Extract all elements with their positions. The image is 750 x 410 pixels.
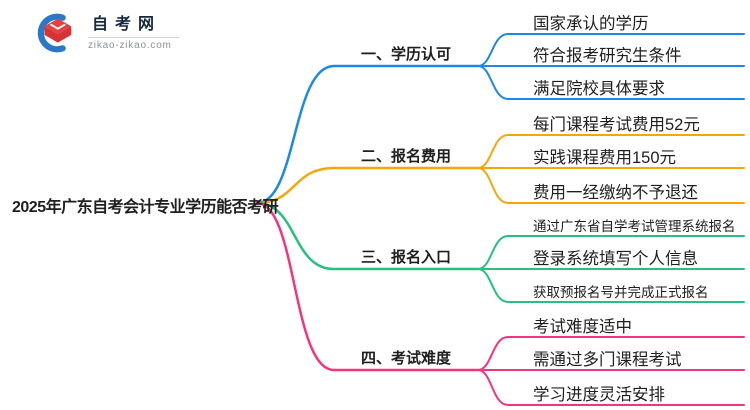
leaf-node: 通过广东省自学考试管理系统报名 [533,219,736,234]
logo-divider [88,37,180,39]
branch-label-2: 二、报名费用 [360,148,451,165]
leaf-node: 满足院校具体要求 [533,80,665,98]
leaf-node: 考试难度适中 [533,318,632,336]
site-name: 自考网 [92,15,162,33]
logo-text-block: 自考网 zikao-zikao.com [88,15,180,51]
site-logo: 自考网 zikao-zikao.com [32,10,180,56]
leaf-node: 每门课程考试费用52元 [533,116,700,134]
branch-1-connector [255,33,745,205]
graduation-cap-icon [37,13,72,53]
leaf-node: 需通过多门课程考试 [533,351,682,369]
branch-4-connector [255,201,745,406]
leaf-node: 符合报考研究生条件 [533,47,682,65]
branch-3-connector [255,201,745,303]
branch-label-3: 三、报名入口 [360,249,451,266]
leaf-node: 获取预报名号并完成正式报名 [533,285,709,300]
leaf-node: 国家承认的学历 [533,15,649,33]
branch-label-1: 一、学历认可 [360,46,451,63]
leaf-node: 费用一经缴纳不予退还 [533,184,698,202]
leaf-node: 登录系统填写个人信息 [533,250,698,268]
leaf-node: 学习进度灵活安排 [533,386,665,404]
branch-2-connector [255,134,745,205]
root-topic: 2025年广东自考会计专业学历能否考研 [12,199,279,216]
leaf-node: 实践课程费用150元 [533,149,677,167]
branch-label-4: 四、考试难度 [360,350,451,367]
site-domain: zikao-zikao.com [88,40,172,52]
